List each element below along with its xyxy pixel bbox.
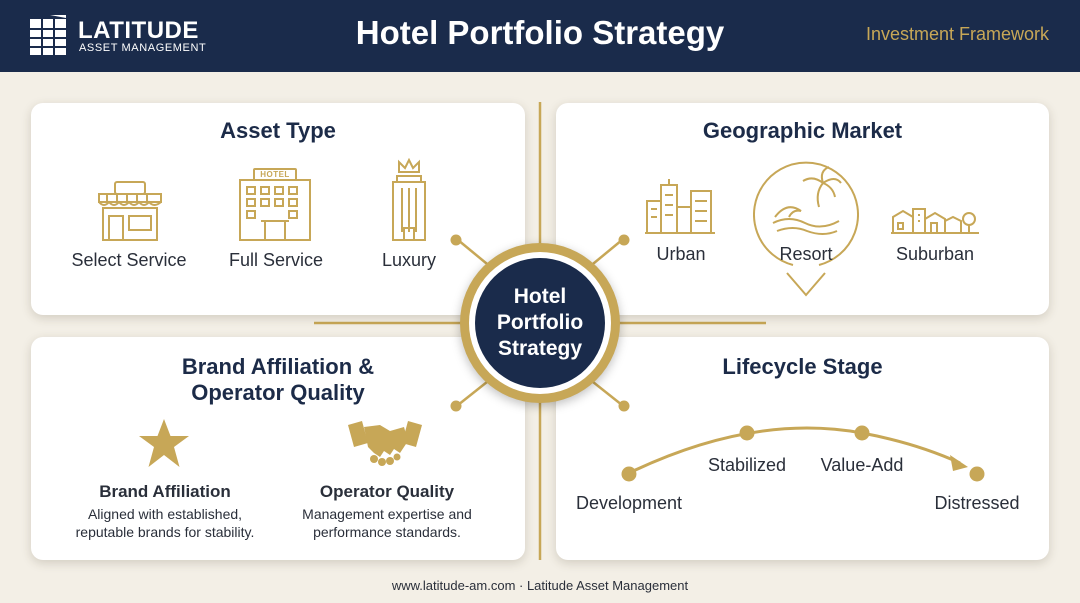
hotel-building-icon xyxy=(239,168,311,241)
operator-quality-title: Operator Quality xyxy=(319,482,455,501)
geo-item-suburban: Suburban xyxy=(895,244,975,264)
storefront-icon xyxy=(98,181,162,241)
stage-dot-development xyxy=(621,466,637,482)
geographic-market-title: Geographic Market xyxy=(702,118,903,143)
hub-line-3: Strategy xyxy=(497,337,583,360)
palm-map-pin-icon xyxy=(753,161,859,297)
building-grid-logo-icon xyxy=(30,15,66,55)
stage-label-value-add: Value-Add xyxy=(820,455,904,475)
star-icon xyxy=(139,419,189,467)
central-hub: Hotel Portfolio Strategy xyxy=(460,243,620,403)
hotel-sign-text: HOTEL xyxy=(260,170,290,179)
stage-label-stabilized: Stabilized xyxy=(707,455,787,475)
stage-dot-stabilized xyxy=(739,425,755,441)
luxury-tower-icon xyxy=(392,158,426,241)
lifecycle-arc xyxy=(621,425,985,482)
footer-text[interactable]: www.latitude-am.com · Latitude Asset Man… xyxy=(391,578,689,593)
stage-label-development: Development xyxy=(575,493,683,513)
brand-name: LATITUDE xyxy=(78,17,199,44)
hub-line-2: Portfolio xyxy=(496,311,584,334)
operator-quality-desc-line2: performance standards. xyxy=(313,524,461,540)
lifecycle-stage-panel: Lifecycle Stage Development Stabilized V… xyxy=(556,337,1049,560)
geo-item-resort: Resort xyxy=(779,244,833,264)
asset-item-select-service: Select Service xyxy=(71,250,187,270)
latitude-logo[interactable]: LATITUDE ASSET MANAGEMENT xyxy=(30,15,210,57)
suburban-houses-icon xyxy=(891,208,979,234)
brand-affiliation-desc-line1: Aligned with established, xyxy=(87,506,243,522)
lifecycle-stage-title: Lifecycle Stage xyxy=(722,354,883,379)
operator-quality-desc-line1: Management expertise and xyxy=(302,506,472,522)
stage-label-distressed: Distressed xyxy=(934,493,1020,513)
brand-affiliation-title: Brand Affiliation xyxy=(99,482,231,501)
page-title: Hotel Portfolio Strategy xyxy=(355,14,725,51)
brand-operator-title-line2: Operator Quality xyxy=(191,380,365,405)
brand-subtitle: ASSET MANAGEMENT xyxy=(79,42,207,54)
brand-operator-panel: Brand Affiliation & Operator Quality Bra… xyxy=(31,337,525,560)
stage-dot-value-add xyxy=(854,425,870,441)
asset-item-full-service: Full Service xyxy=(228,250,324,270)
brand-operator-title-line1: Brand Affiliation & xyxy=(181,354,375,379)
header-bar: LATITUDE ASSET MANAGEMENT Hotel Portfoli… xyxy=(0,0,1080,72)
city-skyline-icon xyxy=(645,179,715,234)
handshake-icon xyxy=(348,421,422,466)
stage-dot-distressed xyxy=(969,466,985,482)
geo-item-urban: Urban xyxy=(656,244,706,264)
asset-type-title: Asset Type xyxy=(220,118,336,143)
hub-line-1: Hotel xyxy=(513,285,567,308)
framework-label: Investment Framework xyxy=(865,24,1049,44)
geographic-market-panel: Geographic Market Urban Resor xyxy=(556,103,1049,315)
hub-label: Hotel Portfolio Strategy xyxy=(485,284,595,362)
brand-affiliation-desc-line2: reputable brands for stability. xyxy=(75,524,255,540)
asset-type-panel: Asset Type Select Service HOTEL Full Ser… xyxy=(31,103,525,315)
asset-item-luxury: Luxury xyxy=(381,250,437,270)
